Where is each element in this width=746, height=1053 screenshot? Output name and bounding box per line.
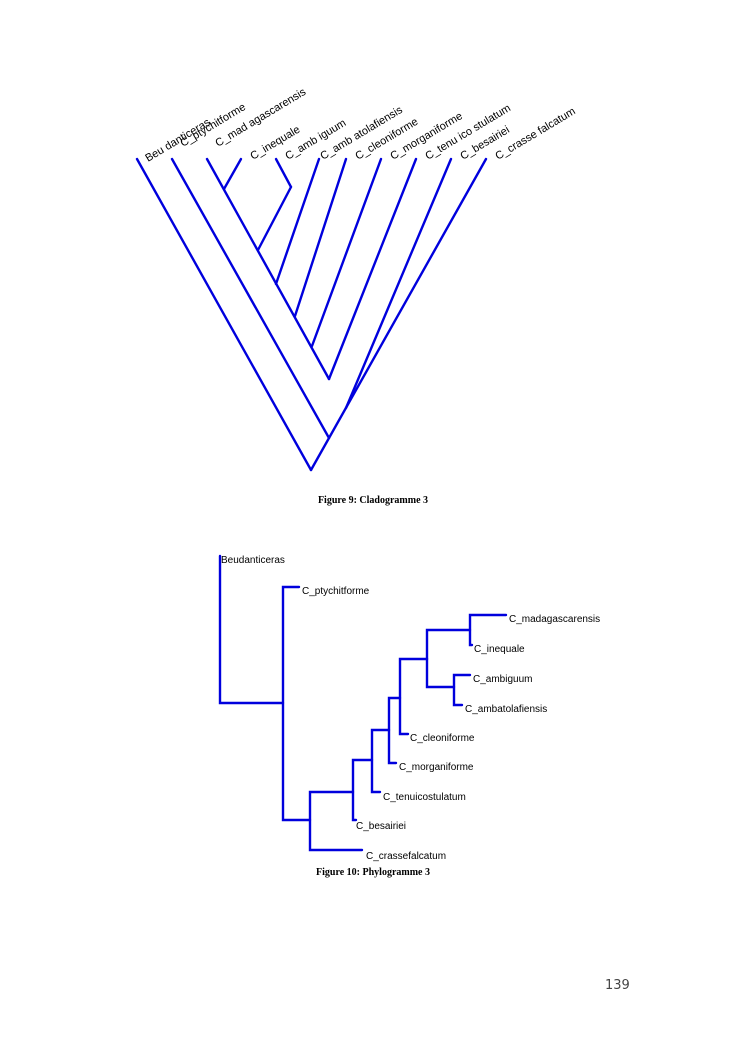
phylo-node-mad-ineq	[468, 613, 508, 647]
phylo-root-vertical	[218, 554, 285, 705]
clado-branch-ambig-clade	[256, 185, 293, 252]
phylo-node-d	[370, 728, 391, 794]
phylogram-caption: Figure 10: Phylogramme 3	[316, 867, 430, 878]
phylogram: Beudanticeras C_ptychitforme C_madagasca…	[218, 554, 600, 878]
phylogram-tip-labels: Beudanticeras C_ptychitforme C_madagasca…	[221, 555, 600, 862]
phylo-node-g-bottom	[425, 657, 456, 689]
clado-branch-ambatolafiensis	[274, 157, 321, 286]
phylo-label-5: C_ambatolafiensis	[465, 704, 547, 715]
phylo-label-10: C_crassefalcatum	[366, 851, 446, 862]
cladogram-caption: Figure 9: Cladogramme 3	[318, 495, 428, 506]
phylo-label-6: C_cleoniforme	[410, 733, 475, 744]
page-number: 139	[605, 978, 630, 993]
phylo-label-7: C_morganiforme	[399, 762, 474, 773]
cladogram-branches	[135, 157, 488, 472]
clado-branch-ingroup	[205, 157, 331, 381]
phylo-label-9: C_besairiei	[356, 821, 406, 832]
phylo-label-0: Beudanticeras	[221, 555, 285, 566]
clado-branch-ptychitforme	[170, 157, 331, 440]
phylo-label-8: C_tenuicostulatum	[383, 792, 466, 803]
phylogram-branches	[218, 554, 508, 852]
clado-branch-crassefalcatum	[309, 157, 488, 472]
clado-branch-cleoniforme	[293, 157, 348, 318]
cladogram-tip-labels: Beu danticeras C_ptychitforme C_mad agas…	[143, 86, 577, 165]
clado-branch-beudanticeras	[135, 157, 313, 472]
phylo-node-g-top	[425, 628, 472, 661]
clado-branch-ambiguum	[274, 157, 293, 189]
phylo-label-2: C_madagascarensis	[509, 614, 600, 625]
clado-branch-madagascarensis	[222, 157, 243, 191]
phylo-node-amb	[452, 673, 472, 707]
phylo-label-3: C_inequale	[474, 644, 525, 655]
phylo-label-1: C_ptychitforme	[302, 586, 370, 597]
cladogram: Beu danticeras C_ptychitforme C_mad agas…	[135, 86, 578, 506]
phylo-label-4: C_ambiguum	[473, 674, 532, 685]
clado-branch-tenuicostulatum	[327, 157, 418, 381]
clado-branch-morganiforme	[310, 157, 383, 348]
phylo-node-c	[351, 758, 374, 822]
phylo-node-f	[398, 657, 429, 736]
clado-branch-besairiei	[344, 157, 453, 410]
phylo-node-e	[387, 696, 402, 765]
phylo-node-a	[281, 585, 312, 822]
phylo-node-b	[308, 790, 364, 852]
